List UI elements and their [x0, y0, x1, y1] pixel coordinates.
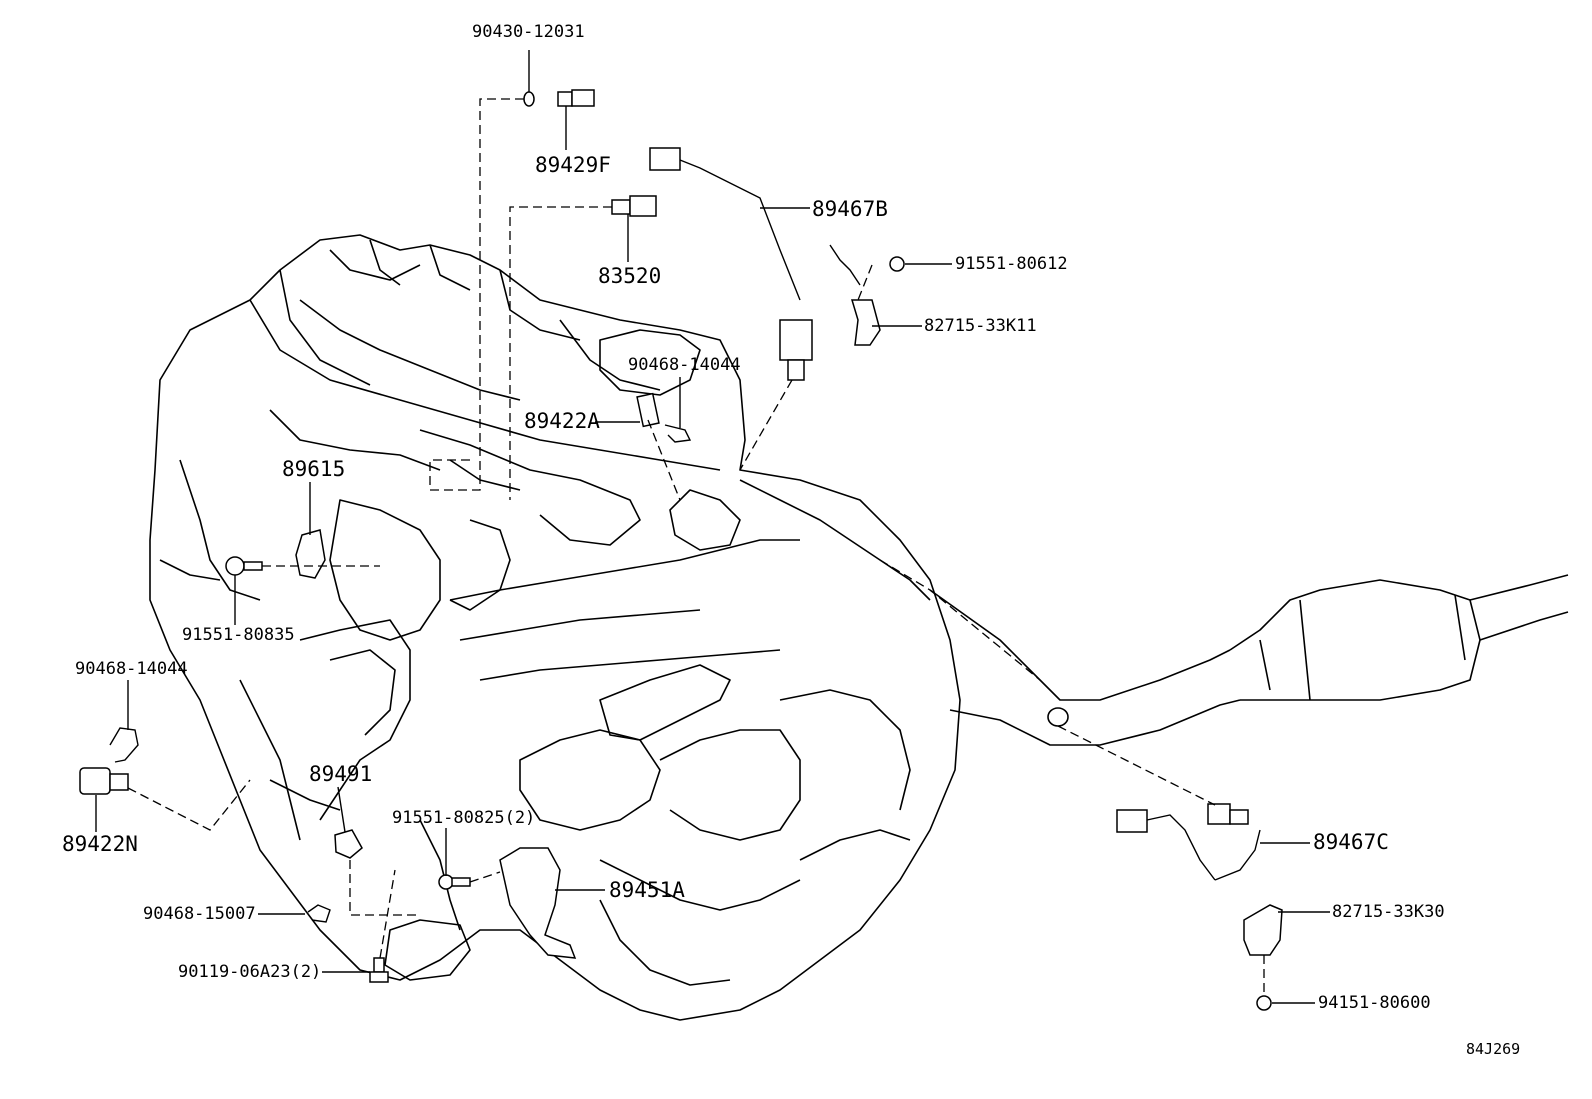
bolt-90119-06A23 [369, 957, 389, 983]
washer-90430-12031 [523, 91, 535, 107]
sensor-89429F [557, 89, 595, 107]
dashed-guide-lines [127, 98, 1265, 995]
figure-reference: 84J269 [1466, 1040, 1521, 1058]
label-90430-12031: 90430-12031 [472, 22, 585, 42]
label-94151-80600: 94151-80600 [1318, 993, 1431, 1013]
bolt-91551-80612 [889, 256, 905, 272]
label-89467C: 89467C [1313, 830, 1389, 854]
clip-90468-15007 [307, 904, 331, 923]
exhaust-pipe-outline [929, 574, 1569, 746]
sensor-89615 [295, 529, 326, 579]
oxygen-sensor-89467C [1116, 803, 1261, 881]
sensor-83520 [611, 195, 657, 217]
label-90468-14044-left: 90468-14044 [75, 659, 188, 679]
label-89422N: 89422N [62, 832, 138, 856]
oxygen-sensor-89467B [649, 147, 813, 381]
nut-94151-80600 [1256, 995, 1272, 1011]
bolt-91551-80835 [225, 556, 263, 576]
label-90119-06A23: 90119-06A23(2) [178, 962, 322, 982]
sensor-89422A [636, 392, 660, 428]
label-91551-80835: 91551-80835 [182, 625, 295, 645]
clip-90468-14044-top [664, 424, 692, 443]
engine-body-outline [149, 234, 961, 1021]
sensor-89422N [79, 767, 129, 795]
label-83520: 83520 [598, 264, 662, 288]
label-90468-15007: 90468-15007 [143, 904, 256, 924]
label-91551-80612: 91551-80612 [955, 254, 1068, 274]
label-89422A: 89422A [524, 409, 600, 433]
label-91551-80825: 91551-80825(2) [392, 808, 536, 828]
label-89491: 89491 [309, 762, 373, 786]
label-90468-14044-top: 90468-14044 [628, 355, 741, 375]
label-89467B: 89467B [812, 197, 888, 221]
bracket-82715-33K30 [1243, 904, 1283, 956]
label-89615: 89615 [282, 457, 346, 481]
leader-lines [95, 50, 1330, 1004]
bracket-82715-33K11 [829, 244, 881, 346]
label-89429F: 89429F [535, 153, 611, 177]
label-82715-33K30: 82715-33K30 [1332, 902, 1445, 922]
label-82715-33K11: 82715-33K11 [924, 316, 1037, 336]
switch-89451A [499, 847, 577, 959]
bolt-91551-80825 [438, 874, 471, 890]
label-89451A: 89451A [609, 878, 685, 902]
sensor-89491 [334, 829, 363, 859]
clip-90468-14044-left [109, 727, 139, 763]
